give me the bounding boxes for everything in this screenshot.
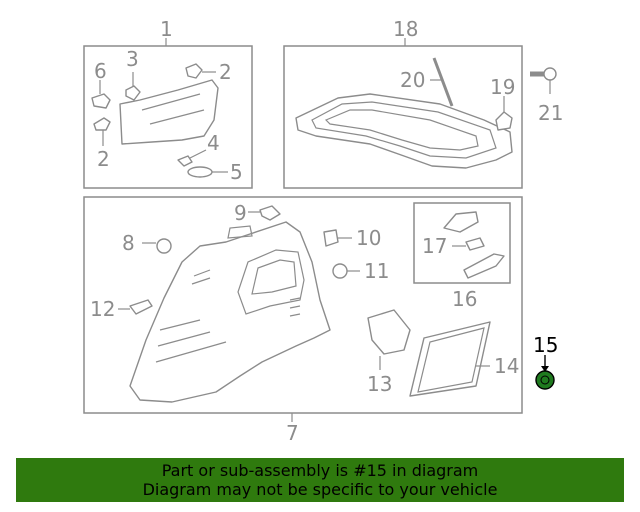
part-2-pin-top <box>185 63 203 79</box>
part-4-screw <box>177 155 193 167</box>
part-14-access-panel <box>409 321 491 397</box>
callout-21: 21 <box>538 101 563 125</box>
callout-1: 1 <box>160 17 173 41</box>
callout-6: 6 <box>94 59 107 83</box>
callout-15: 15 <box>533 333 558 357</box>
part-5-grommet <box>187 166 213 178</box>
callout-10: 10 <box>356 226 381 250</box>
callout-2a: 2 <box>219 60 232 84</box>
callout-7: 7 <box>286 421 299 445</box>
part-6-clip <box>91 93 111 109</box>
callout-11: 11 <box>364 259 389 283</box>
group-box-16 <box>413 202 511 284</box>
callout-2b: 2 <box>97 147 110 171</box>
callout-3: 3 <box>126 47 139 71</box>
callout-16: 16 <box>452 287 477 311</box>
part-2-clip-lower <box>93 117 111 131</box>
callout-12: 12 <box>90 297 115 321</box>
callout-5: 5 <box>230 160 243 184</box>
part-9-clip <box>259 205 281 221</box>
part-16-lens <box>463 253 505 279</box>
callout-17: 17 <box>422 234 447 258</box>
callout-9: 9 <box>234 201 247 225</box>
group-box-7 <box>83 196 523 414</box>
part-7-quarter-trim <box>129 221 331 403</box>
part-19-holder <box>495 111 513 131</box>
callout-20: 20 <box>400 68 425 92</box>
part-10-clip <box>323 229 339 247</box>
part-20-strut <box>432 57 454 107</box>
part-11-cap <box>332 263 348 279</box>
part-8-fastener <box>156 238 172 254</box>
part-17-bulb <box>465 237 485 251</box>
group-box-18 <box>283 45 523 189</box>
part-15-clip <box>535 370 555 390</box>
group-box-1 <box>83 45 253 189</box>
callout-14: 14 <box>494 354 519 378</box>
callout-19: 19 <box>490 75 515 99</box>
part-16-lamp-housing <box>443 211 479 233</box>
callout-13: 13 <box>367 372 392 396</box>
part-18-cargo-cover <box>295 93 513 169</box>
callout-8: 8 <box>122 231 135 255</box>
part-13-panel <box>367 309 411 355</box>
part-12-pad <box>129 299 153 315</box>
part-3-clip <box>125 85 141 101</box>
part-21-bolt <box>530 67 557 81</box>
callout-4: 4 <box>207 131 220 155</box>
info-banner: Part or sub-assembly is #15 in diagram D… <box>16 458 624 502</box>
callout-18: 18 <box>393 17 418 41</box>
banner-line-2: Diagram may not be specific to your vehi… <box>142 480 498 499</box>
banner-line-1: Part or sub-assembly is #15 in diagram <box>161 461 479 480</box>
